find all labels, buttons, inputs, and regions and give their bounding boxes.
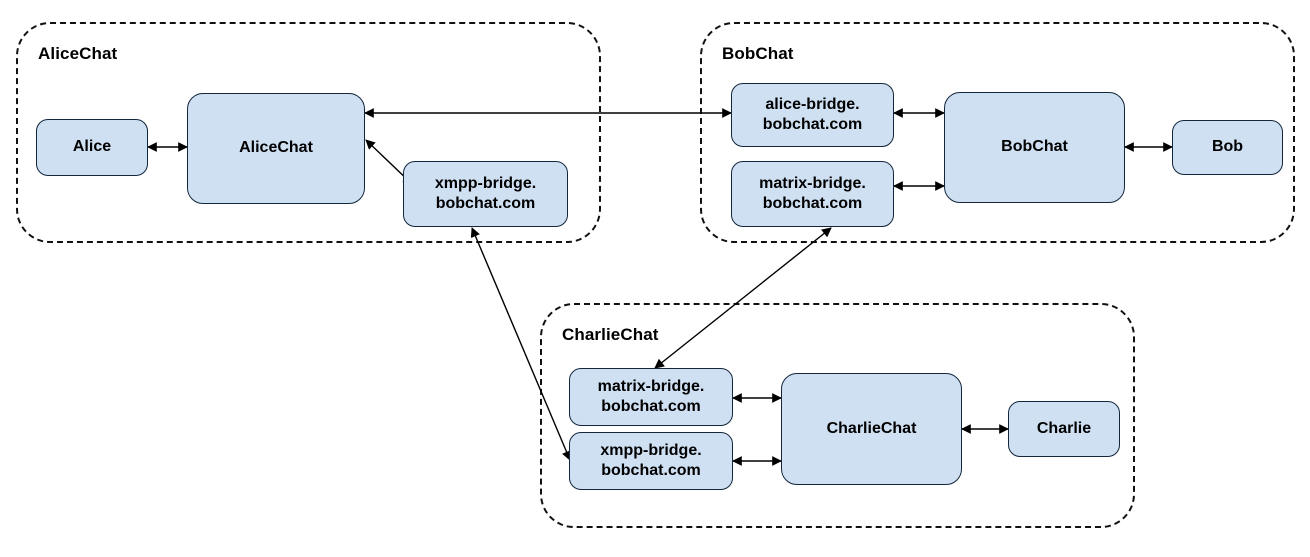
- node-bob-matrix-bridge[interactable]: matrix-bridge. bobchat.com: [731, 161, 894, 227]
- node-alice-xmpp-bridge[interactable]: xmpp-bridge. bobchat.com: [403, 161, 568, 227]
- node-charlie-matrix-bridge[interactable]: matrix-bridge. bobchat.com: [569, 368, 733, 426]
- node-bob[interactable]: Bob: [1172, 120, 1283, 175]
- group-label-alicechat: AliceChat: [38, 44, 118, 63]
- node-charlie-xmpp-bridge[interactable]: xmpp-bridge. bobchat.com: [569, 432, 733, 490]
- group-label-charliechat: CharlieChat: [562, 325, 659, 344]
- group-container: [700, 22, 1295, 243]
- node-bobchat-server[interactable]: BobChat: [944, 92, 1125, 203]
- group-label-bobchat: BobChat: [722, 44, 794, 63]
- node-charliechat-server[interactable]: CharlieChat: [781, 373, 962, 485]
- node-alicechat-server[interactable]: AliceChat: [187, 93, 365, 204]
- node-bob-alice-bridge[interactable]: alice-bridge. bobchat.com: [731, 83, 894, 147]
- group-container: [16, 22, 601, 243]
- node-alice[interactable]: Alice: [36, 119, 148, 176]
- node-charlie[interactable]: Charlie: [1008, 401, 1120, 457]
